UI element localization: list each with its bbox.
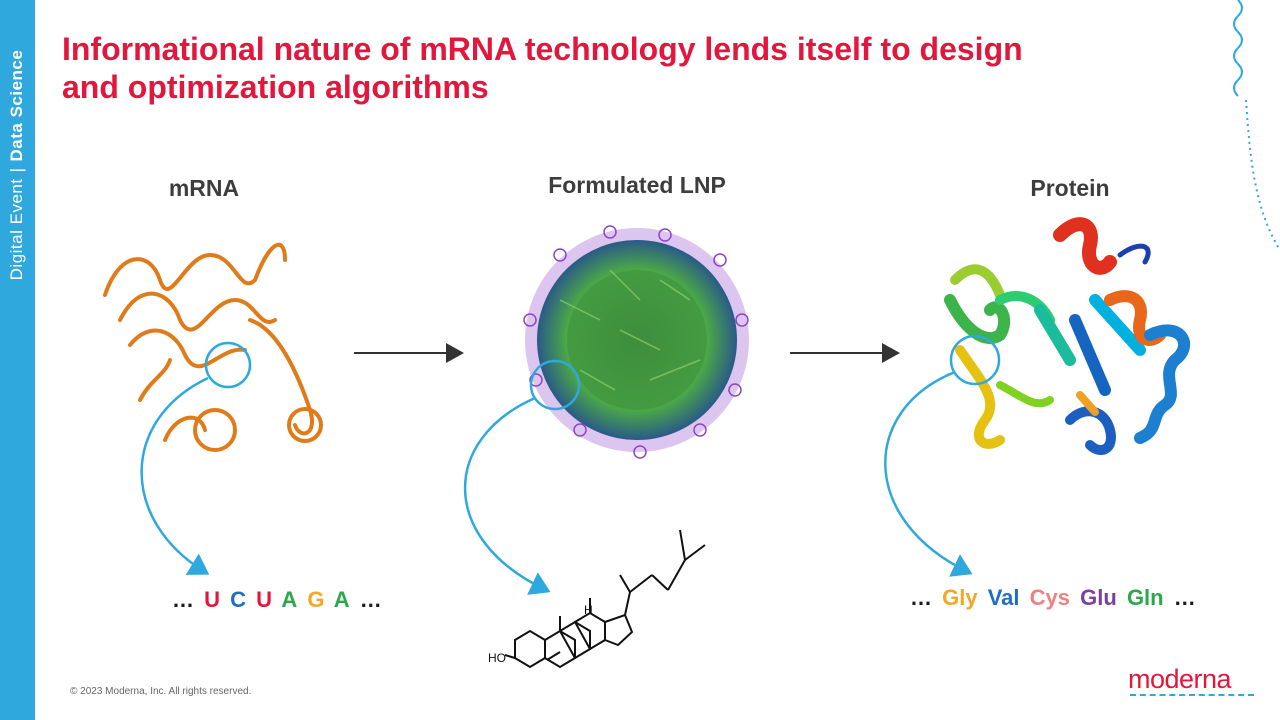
amino-acid: Gly <box>942 585 978 610</box>
sidebar-band: Digital Event|Data Science <box>0 0 35 720</box>
decorative-squiggle <box>1233 0 1243 97</box>
amino-acid: Val <box>987 585 1020 610</box>
cholesterol-h-label: H <box>584 603 593 617</box>
protein-sequence-prefix: … <box>910 585 932 610</box>
protein-zoom-arrow <box>884 370 973 577</box>
lnp-zoom-arrow <box>463 396 551 595</box>
logo-underline <box>1130 694 1254 696</box>
amino-acid: Cys <box>1029 585 1071 610</box>
protein-label: Protein <box>1030 175 1110 201</box>
amino-acid: Gln <box>1126 585 1164 610</box>
lnp-particle-image <box>523 225 749 459</box>
mrna-zoom-arrow <box>140 376 210 575</box>
mrna-sequence-suffix: … <box>359 587 382 612</box>
mrna-zoom-circle <box>204 341 252 389</box>
lnp-label: Formulated LNP <box>548 172 726 198</box>
mrna-base: C <box>230 587 247 612</box>
mrna-base: U <box>204 587 221 612</box>
mrna-base: A <box>333 587 350 612</box>
lnp-zoom-circle <box>529 359 581 411</box>
mrna-sequence-prefix: … <box>172 587 194 612</box>
protein-sequence: … Gly Val Cys Glu Gln … <box>910 585 1200 611</box>
mrna-label: mRNA <box>168 175 240 201</box>
protein-sequence-suffix: … <box>1173 585 1196 610</box>
mrna-sequence: … U C U A G A … <box>172 587 386 613</box>
mrna-base: A <box>281 587 298 612</box>
slide-title: Informational nature of mRNA technology … <box>62 31 1023 105</box>
protein-ribbon-image <box>944 217 1191 455</box>
protein-zoom-circle <box>949 334 1001 386</box>
copyright-notice: © 2023 Moderna, Inc. All rights reserved… <box>70 686 252 697</box>
mrna-base: G <box>307 587 325 612</box>
moderna-logo: moderna <box>1128 664 1232 694</box>
mrna-base: U <box>256 587 273 612</box>
decorative-dotted-curve <box>1245 99 1280 251</box>
cholesterol-structure <box>504 529 706 669</box>
cholesterol-ho-label: HO <box>488 651 506 665</box>
amino-acid: Glu <box>1080 585 1117 610</box>
mrna-strand-image <box>103 242 323 452</box>
